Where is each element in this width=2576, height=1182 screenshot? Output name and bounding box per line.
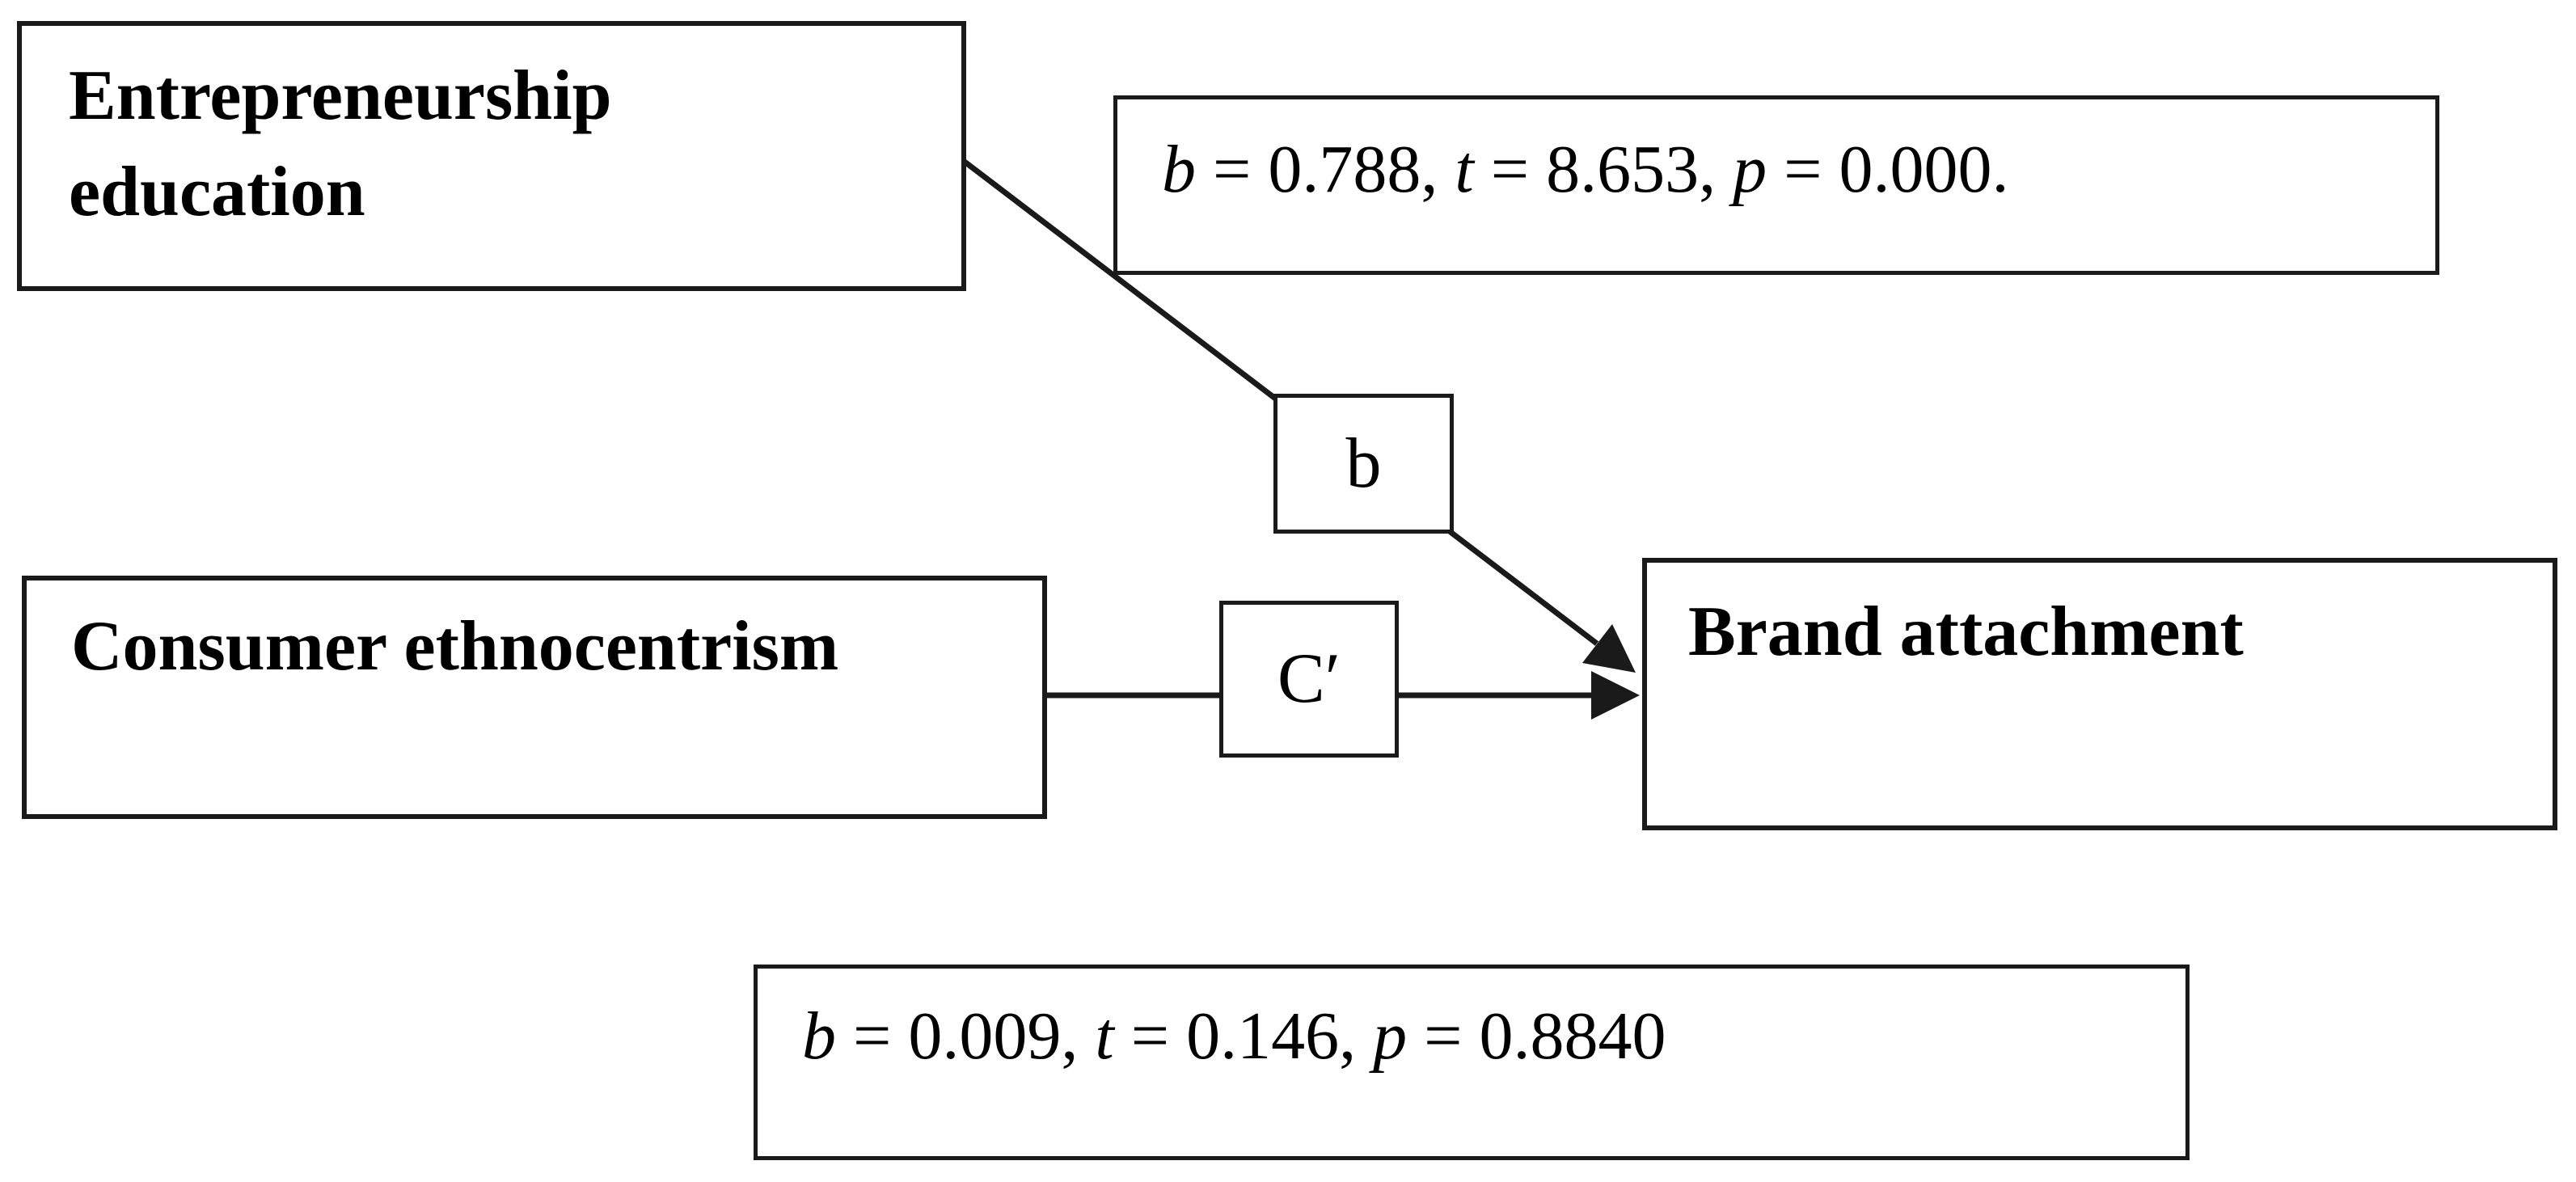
b-path-label: b xyxy=(1345,424,1382,503)
b-path-stats-box: b = 0.788, t = 8.653, p = 0.000. xyxy=(1113,95,2439,275)
entrepreneurship-education-label-line2: education xyxy=(69,153,365,231)
c-prime-label: C′ xyxy=(1277,640,1341,718)
consumer-ethnocentrism-label: Consumer ethnocentrism xyxy=(71,607,839,686)
b-path-label-box: b xyxy=(1273,394,1454,534)
entrepreneurship-education-box: Entrepreneurship education xyxy=(17,21,966,291)
c-path-stats-box: b = 0.009, t = 0.146, p = 0.8840 xyxy=(754,965,2190,1160)
brand-attachment-box: Brand attachment xyxy=(1642,558,2557,830)
entrepreneurship-to-brand-arrowhead-icon xyxy=(1582,624,1636,673)
consumer-ethnocentrism-box: Consumer ethnocentrism xyxy=(22,576,1047,819)
c-path-stats-text: b = 0.009, t = 0.146, p = 0.8840 xyxy=(802,998,1666,1074)
consumer-to-brand-arrowhead-icon xyxy=(1591,671,1640,720)
b-path-stats-text: b = 0.788, t = 8.653, p = 0.000. xyxy=(1162,132,2009,207)
c-prime-label-box: C′ xyxy=(1219,601,1399,758)
entrepreneurship-education-label-line1: Entrepreneurship xyxy=(69,57,612,135)
brand-attachment-label: Brand attachment xyxy=(1688,593,2244,671)
